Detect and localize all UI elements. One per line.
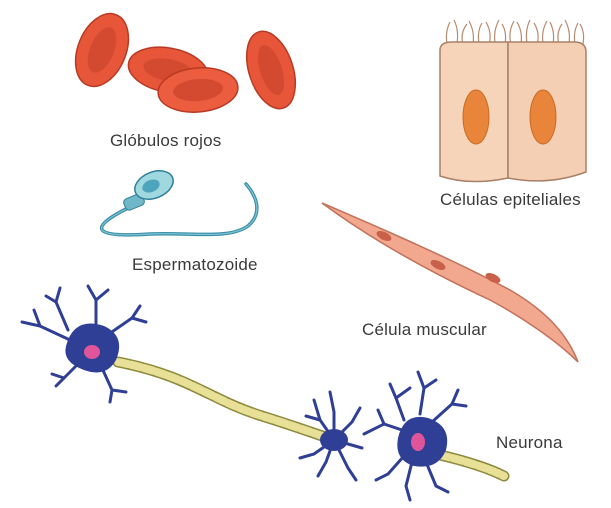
- neuron-illustration: [22, 286, 504, 500]
- red-blood-cell: [238, 25, 305, 115]
- label-muscle-cell: Célula muscular: [362, 320, 487, 340]
- label-sperm: Espermatozoide: [132, 255, 258, 275]
- red-blood-cell: [66, 6, 139, 94]
- epithelial-cell: [508, 42, 586, 181]
- label-epithelial-cells: Células epiteliales: [440, 190, 581, 210]
- sperm-illustration: [102, 165, 257, 234]
- label-red-blood-cells: Glóbulos rojos: [110, 131, 221, 151]
- epithelial-cells-illustration: [440, 20, 586, 182]
- label-neuron: Neurona: [496, 433, 563, 453]
- epithelial-cell: [440, 42, 508, 182]
- red-blood-cells-illustration: [66, 6, 305, 116]
- neuron-nucleus: [84, 345, 100, 359]
